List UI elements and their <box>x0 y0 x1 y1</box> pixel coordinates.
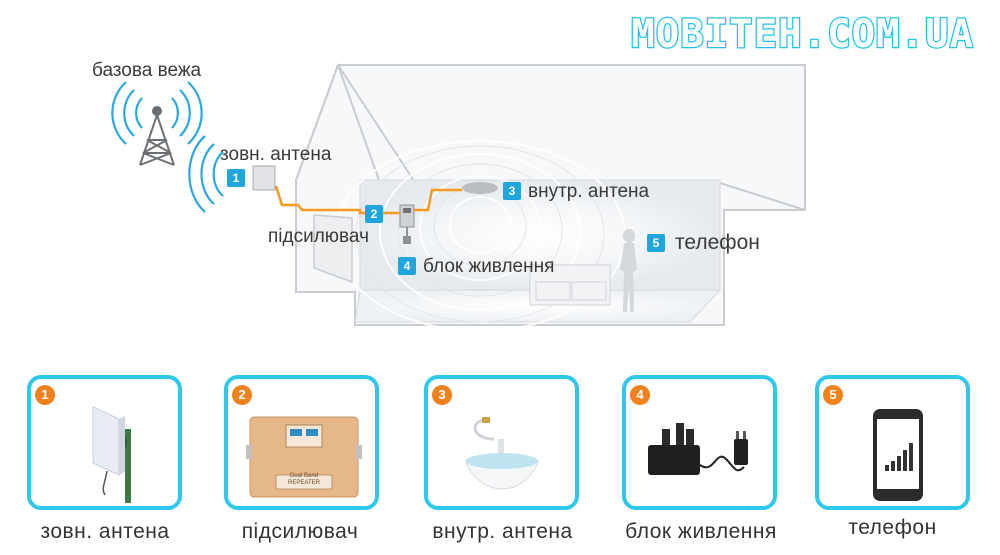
caption-amplifier: підсилювач <box>241 520 359 543</box>
ceiling-antenna-icon <box>465 417 539 490</box>
antenna-signal-waves <box>188 135 224 213</box>
panel-antenna-icon <box>92 406 131 503</box>
repeater-text-2: REPEATER <box>288 480 320 486</box>
cell-tower-icon <box>139 106 175 166</box>
tower-signal-waves <box>111 81 203 145</box>
cables <box>274 185 462 215</box>
phone-label: телефон <box>675 231 760 254</box>
card-power-supply[interactable]: 4 <box>622 375 777 510</box>
card-outdoor-antenna[interactable]: 1 <box>27 375 182 510</box>
outdoor-antenna-label: зовн. антена <box>220 144 332 165</box>
card-indoor-antenna[interactable]: 3 <box>424 375 579 510</box>
card-number-5: 5 <box>823 385 843 405</box>
outdoor-antenna-device <box>252 165 276 191</box>
badge-4: 4 <box>398 257 416 275</box>
badge-2: 2 <box>365 205 383 223</box>
caption-outdoor-antenna: зовн. антена <box>40 520 170 543</box>
caption-power-supply: блок живлення <box>625 520 777 543</box>
card-number-3: 3 <box>432 385 452 405</box>
card-phone[interactable]: 5 <box>815 375 970 510</box>
person-silhouette <box>620 229 637 312</box>
repeater-icon <box>246 416 362 498</box>
card-amplifier[interactable]: 2 Dual Band REPEATER <box>224 375 379 510</box>
badge-5: 5 <box>647 234 665 252</box>
card-number-2: 2 <box>232 385 252 405</box>
card-number-1: 1 <box>35 385 55 405</box>
sofa <box>529 264 611 306</box>
indoor-antenna-label: внутр. антена <box>528 181 650 202</box>
open-wall-panel <box>313 214 353 284</box>
badge-1: 1 <box>227 169 245 187</box>
card-number-4: 4 <box>630 385 650 405</box>
caption-phone: телефон <box>848 516 937 539</box>
power-supply-device <box>403 236 411 244</box>
ceiling-antenna <box>462 182 498 194</box>
caption-indoor-antenna: внутр. антена <box>432 520 573 543</box>
power-adapter-icon <box>648 423 748 475</box>
power-label: блок живлення <box>423 256 555 277</box>
tower-label: базова вежа <box>92 60 202 81</box>
badge-3: 3 <box>503 182 521 200</box>
amplifier-label: підсилювач <box>268 226 369 247</box>
site-logo[interactable]: MOBITEH.COM.UA <box>630 11 974 59</box>
repeater-text-1: Dual Band <box>289 473 319 479</box>
smartphone-icon <box>873 409 923 501</box>
